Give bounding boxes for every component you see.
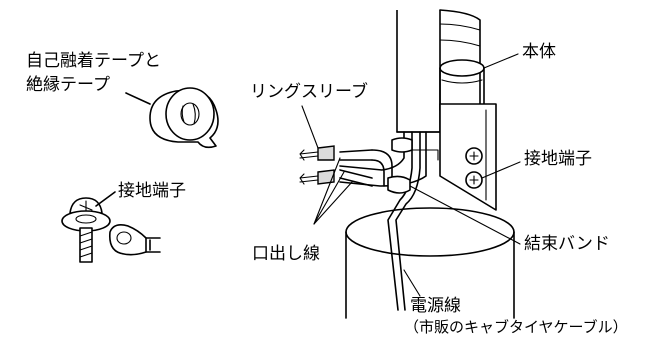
label-power-cable-note: （市販のキャブタイヤケーブル） xyxy=(404,318,628,336)
label-binding-band: 結束バンド xyxy=(524,234,610,254)
label-tape-line1: 自己融着テープと xyxy=(26,51,161,71)
label-lead-wires: 口出し線 xyxy=(252,244,320,264)
leader-lines xyxy=(301,53,521,297)
label-ground-terminal-right: 接地端子 xyxy=(524,149,592,169)
label-tape-line2: 絶縁テープ xyxy=(26,75,110,95)
label-ground-terminal-left: 接地端子 xyxy=(118,181,186,201)
label-ring-sleeve: リングスリーブ xyxy=(250,82,368,102)
tape-roll-illustration xyxy=(125,87,219,149)
ground-screw-illustration xyxy=(61,191,161,263)
label-power-cable: 電源線 xyxy=(410,296,461,316)
wiring-illustration xyxy=(299,131,427,311)
label-body: 本体 xyxy=(522,42,556,62)
mounting-bracket-illustration xyxy=(411,103,497,211)
